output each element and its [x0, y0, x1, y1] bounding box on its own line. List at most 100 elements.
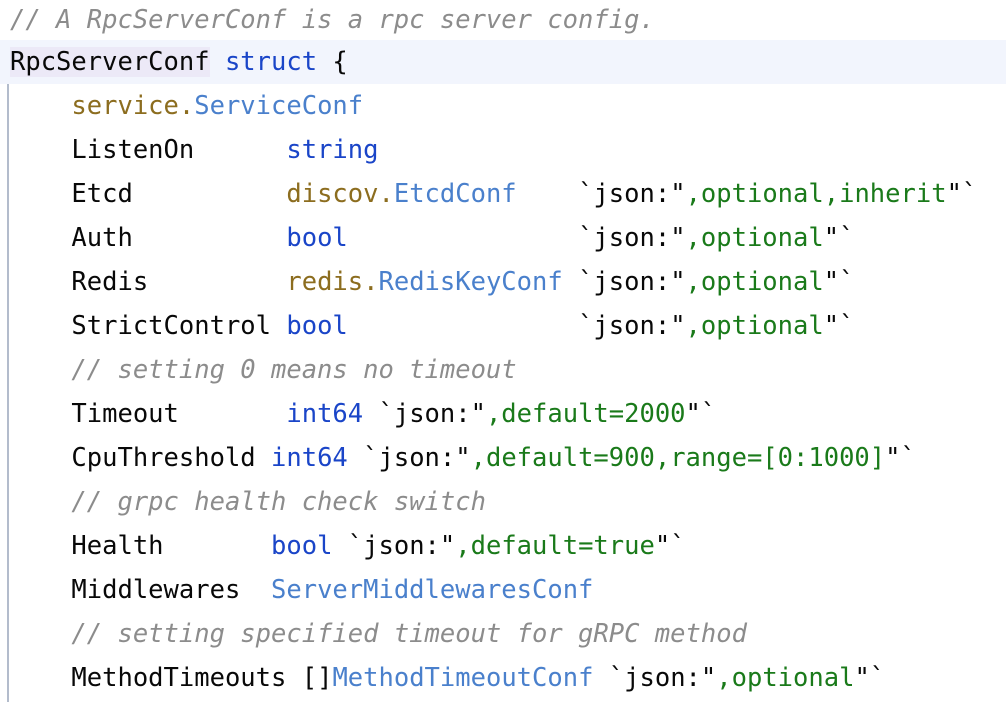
code-token-punct: "` — [654, 531, 686, 561]
code-line-field-methodtimeouts[interactable]: MethodTimeouts []MethodTimeoutConf `json… — [0, 656, 1006, 700]
code-token-string: ,default=true — [455, 531, 655, 561]
code-token-string: ,optional — [685, 311, 824, 341]
code-token-type: EtcdConf — [393, 179, 517, 209]
code-token-plain: Health — [71, 531, 272, 561]
code-token-comment: // A RpcServerConf is a rpc server confi… — [10, 5, 655, 35]
code-token-plain: ListenOn — [71, 135, 287, 165]
code-token-type: MethodTimeoutConf — [332, 663, 594, 693]
code-line-struct-declaration[interactable]: RpcServerConf struct { — [0, 40, 1006, 84]
code-line-field-health[interactable]: Health bool `json:",default=true"` — [0, 524, 1006, 568]
code-line-field-auth[interactable]: Auth bool `json:",optional"` — [0, 216, 1006, 260]
code-line-field-timeout[interactable]: Timeout int64 `json:",default=2000"` — [0, 392, 1006, 436]
code-token-plain — [348, 311, 578, 341]
code-token-punct: `json:" — [608, 663, 717, 693]
code-token-string: ,optional — [716, 663, 855, 693]
code-line-field-service-conf[interactable]: service.ServiceConf — [0, 84, 1006, 128]
code-token-string: ,optional — [685, 223, 824, 253]
code-token-builtin: bool — [286, 311, 348, 341]
indent-guide — [7, 84, 9, 702]
code-line-comment-method-timeout[interactable]: // setting specified timeout for gRPC me… — [0, 612, 1006, 656]
code-token-plain — [10, 619, 71, 649]
code-token-pkg: service — [71, 91, 179, 121]
code-token-plain: CpuThreshold — [71, 443, 272, 473]
code-token-plain: MethodTimeouts — [71, 663, 302, 693]
code-token-pkg: redis — [286, 267, 364, 297]
code-token-plain — [10, 355, 71, 385]
code-token-punct: "` — [854, 663, 886, 693]
code-token-plain — [10, 575, 71, 605]
code-token-plain — [10, 487, 71, 517]
code-line-field-redis[interactable]: Redis redis.RedisKeyConf `json:",optiona… — [0, 260, 1006, 304]
code-line-field-middlewares[interactable]: Middlewares ServerMiddlewaresConf — [0, 568, 1006, 612]
code-token-keyword: struct — [224, 47, 318, 77]
code-line-comment-no-timeout[interactable]: // setting 0 means no timeout — [0, 348, 1006, 392]
code-token-plain — [10, 179, 71, 209]
code-token-punct: `json:" — [578, 223, 686, 253]
code-token-punct: `json:" — [578, 179, 686, 209]
code-token-builtin: bool — [286, 223, 348, 253]
code-token-builtin: int64 — [271, 443, 348, 473]
code-token-punct: `json:" — [347, 531, 456, 561]
code-token-plain — [10, 663, 71, 693]
code-token-plain — [210, 47, 225, 77]
code-token-plain — [563, 267, 578, 297]
code-token-type: RedisKeyConf — [378, 267, 563, 297]
code-token-plain — [10, 91, 71, 121]
code-token-plain — [10, 135, 71, 165]
code-token-string: ,optional,inherit — [685, 179, 947, 209]
code-token-plain — [10, 399, 71, 429]
code-token-punct: `json:" — [378, 399, 486, 429]
code-token-plain: Redis — [71, 267, 287, 297]
code-token-plain — [517, 179, 578, 209]
code-token-builtin: string — [286, 135, 379, 165]
code-token-type: ServerMiddlewaresConf — [271, 575, 594, 605]
code-token-plain: RpcServerConf — [10, 47, 210, 77]
code-token-comment: // setting specified timeout for gRPC me… — [71, 619, 747, 649]
code-line-comment-grpc-health[interactable]: // grpc health check switch — [0, 480, 1006, 524]
code-token-pkg: . — [378, 179, 394, 209]
code-token-plain — [332, 531, 347, 561]
code-token-punct: "` — [946, 179, 978, 209]
code-token-plain — [10, 531, 71, 561]
code-token-type: ServiceConf — [194, 91, 364, 121]
code-token-plain — [363, 399, 378, 429]
code-token-builtin: int64 — [286, 399, 364, 429]
code-line-field-strictcontrol[interactable]: StrictControl bool `json:",optional"` — [0, 304, 1006, 348]
code-token-plain — [10, 267, 71, 297]
code-token-plain — [593, 663, 608, 693]
code-token-punct: `json:" — [578, 267, 686, 297]
code-token-plain: Timeout — [71, 399, 287, 429]
code-token-pkg: discov — [286, 179, 379, 209]
code-token-punct: [] — [301, 663, 333, 693]
code-token-punct: "` — [823, 267, 855, 297]
code-token-punct: "` — [885, 443, 916, 473]
code-token-plain — [348, 223, 578, 253]
code-token-pkg: . — [363, 267, 379, 297]
code-token-plain — [10, 311, 71, 341]
code-line-field-listenon[interactable]: ListenOn string — [0, 128, 1006, 172]
code-token-plain — [10, 223, 71, 253]
code-token-plain: Auth — [71, 223, 287, 253]
code-token-plain: StrictControl — [71, 311, 287, 341]
code-token-punct: "` — [685, 399, 717, 429]
code-token-punct: { — [317, 47, 348, 77]
code-token-string: ,optional — [685, 267, 824, 297]
code-token-comment: // setting 0 means no timeout — [71, 355, 517, 385]
code-token-plain — [10, 443, 71, 473]
code-token-punct: `json:" — [578, 311, 686, 341]
code-line-field-cputhreshold[interactable]: CpuThreshold int64 `json:",default=900,r… — [0, 436, 1006, 480]
code-line-doc-comment[interactable]: // A RpcServerConf is a rpc server confi… — [0, 0, 1006, 40]
code-line-field-etcd[interactable]: Etcd discov.EtcdConf `json:",optional,in… — [0, 172, 1006, 216]
code-token-pkg: . — [178, 91, 195, 121]
code-token-punct: "` — [823, 311, 855, 341]
code-token-plain — [348, 443, 363, 473]
code-token-plain: Middlewares — [71, 575, 272, 605]
code-token-comment: // grpc health check switch — [71, 487, 486, 517]
code-token-string: ,default=2000 — [485, 399, 686, 429]
code-token-plain: Etcd — [71, 179, 287, 209]
code-token-string: ,default=900,range=[0:1000] — [470, 443, 886, 473]
code-token-punct: "` — [823, 223, 855, 253]
code-token-punct: `json:" — [363, 443, 471, 473]
